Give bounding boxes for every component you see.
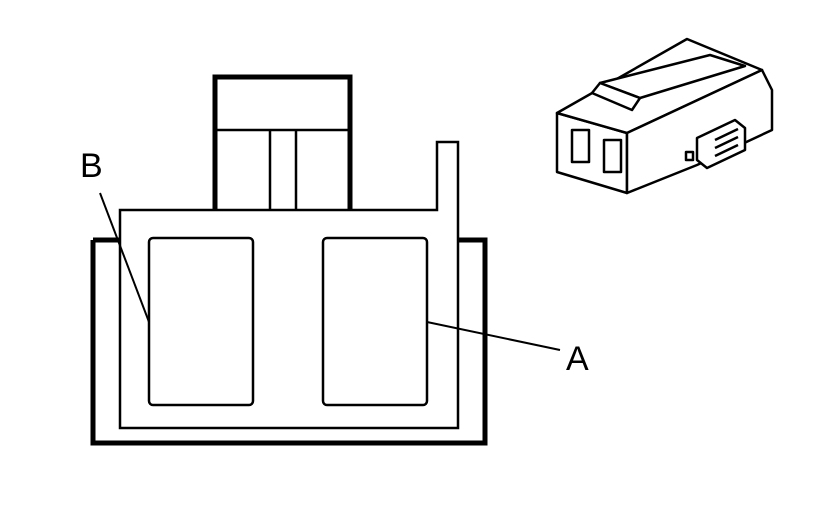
connector-isometric-view bbox=[555, 37, 774, 195]
latch-block bbox=[212, 74, 353, 210]
iso-cavity-left bbox=[570, 128, 591, 164]
terminal-cavity-a bbox=[321, 236, 429, 407]
callout-label-b: B bbox=[80, 147, 103, 185]
inner-body-outline bbox=[118, 140, 460, 430]
inner-body bbox=[120, 142, 458, 428]
callout-label-a: A bbox=[566, 340, 589, 378]
iso-cavity-right bbox=[602, 138, 623, 174]
iso-lock-detail bbox=[714, 127, 739, 158]
leader-line-b bbox=[99, 192, 150, 323]
iso-rib-edge bbox=[590, 81, 642, 112]
iso-small-tab bbox=[684, 150, 695, 162]
leader-line-a bbox=[426, 321, 561, 351]
outer-housing bbox=[90, 237, 488, 446]
iso-side-face bbox=[625, 68, 774, 195]
